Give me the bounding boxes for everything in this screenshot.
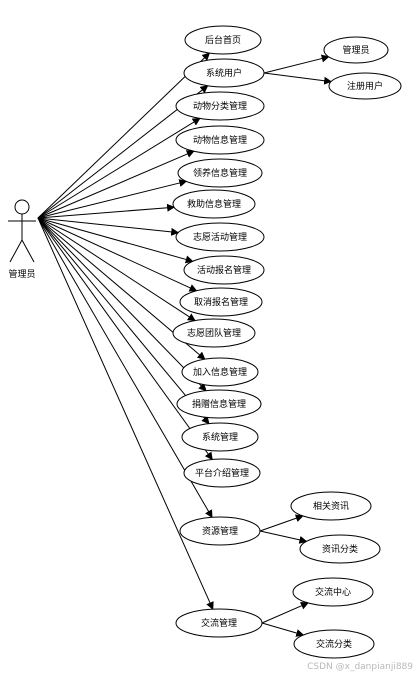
use-case-1-association — [37, 52, 211, 219]
use-case-15-label: 资源管理 — [202, 525, 238, 537]
use-case-nodes: 后台首页系统用户管理员注册用户动物分类管理动物信息管理领养信息管理救助信息管理志… — [172, 25, 402, 659]
use-case-11-ellipse — [181, 357, 259, 387]
use-case-11-label: 加入信息管理 — [193, 366, 247, 378]
use-case-10-ellipse — [172, 318, 256, 348]
use-case-1-label: 后台首页 — [205, 34, 241, 46]
association-lines — [37, 52, 333, 637]
use-case-9-ellipse — [179, 287, 263, 317]
use-case-2-sub-2: 注册用户 — [328, 72, 402, 100]
use-case-8-association — [37, 217, 194, 264]
use-case-8-ellipse — [183, 255, 265, 285]
use-case-3: 动物分类管理 — [175, 91, 265, 121]
watermark: CSDN @x_danpianji889 — [307, 662, 413, 672]
use-case-10-label: 志愿团队管理 — [187, 327, 241, 339]
use-case-15-sub-2: 资讯分类 — [299, 534, 381, 564]
use-case-6-ellipse — [172, 189, 256, 219]
actor-label: 管理员 — [8, 268, 35, 280]
use-case-4-association — [37, 150, 195, 219]
use-case-1-ellipse — [184, 25, 262, 55]
use-case-2-ellipse — [183, 58, 265, 88]
use-case-16-sub-2-association — [261, 622, 305, 637]
use-case-12: 捐赠信息管理 — [176, 389, 262, 419]
use-case-15-sub-1-label: 相关资讯 — [313, 500, 349, 512]
use-case-8: 活动报名管理 — [183, 255, 265, 285]
use-case-4-ellipse — [175, 125, 265, 155]
use-case-5: 领养信息管理 — [177, 158, 263, 188]
use-case-14-label: 平台介绍管理 — [195, 467, 249, 479]
use-case-14-association — [37, 217, 213, 461]
use-case-13-label: 系统管理 — [202, 431, 238, 443]
use-case-15-sub-1-ellipse — [290, 491, 372, 521]
use-case-10: 志愿团队管理 — [172, 318, 256, 348]
use-case-16-label: 交流管理 — [201, 617, 237, 629]
use-case-3-ellipse — [175, 91, 265, 121]
use-case-15-ellipse — [179, 516, 261, 546]
use-case-5-label: 领养信息管理 — [193, 167, 247, 179]
use-case-6: 救助信息管理 — [172, 189, 256, 219]
use-case-16-sub-1-ellipse — [292, 577, 374, 607]
use-case-7-ellipse — [175, 222, 265, 252]
use-case-15-sub-2-ellipse — [299, 534, 381, 564]
use-case-9-association — [37, 217, 198, 292]
use-case-12-label: 捐赠信息管理 — [192, 398, 246, 410]
use-case-16-sub-2-label: 交流分类 — [316, 638, 352, 650]
use-case-11: 加入信息管理 — [181, 357, 259, 387]
use-case-6-association — [37, 203, 176, 219]
use-case-16-sub-1-association — [261, 602, 309, 624]
use-case-1: 后台首页 — [184, 25, 262, 55]
use-case-2: 系统用户 — [183, 58, 265, 88]
use-case-14-ellipse — [183, 458, 261, 488]
use-case-6-label: 救助信息管理 — [187, 198, 241, 210]
use-case-10-association — [37, 217, 196, 322]
use-case-3-association — [37, 117, 201, 219]
use-case-15-sub-1: 相关资讯 — [290, 491, 372, 521]
use-case-16-sub-1-label: 交流中心 — [315, 586, 351, 598]
use-case-2-sub-1: 管理员 — [323, 36, 389, 64]
use-case-13-ellipse — [181, 422, 259, 452]
actor-figure: 管理员 — [8, 199, 36, 280]
use-case-4-label: 动物信息管理 — [193, 134, 247, 146]
use-case-7: 志愿活动管理 — [175, 222, 265, 252]
use-case-15-sub-2-association — [259, 530, 308, 544]
use-case-15-sub-1-association — [259, 514, 304, 532]
use-case-16-association — [37, 217, 214, 611]
use-case-7-label: 志愿活动管理 — [193, 231, 247, 243]
use-case-8-label: 活动报名管理 — [197, 264, 251, 276]
use-case-16-ellipse — [175, 608, 263, 638]
use-case-14: 平台介绍管理 — [183, 458, 261, 488]
use-case-13-association — [37, 217, 210, 425]
use-case-16-sub-2: 交流分类 — [293, 629, 375, 659]
use-case-2-sub-2-association — [263, 72, 333, 85]
use-case-12-association — [37, 217, 207, 392]
use-case-13: 系统管理 — [181, 422, 259, 452]
use-case-16-sub-2-ellipse — [293, 629, 375, 659]
use-case-15-sub-2-label: 资讯分类 — [322, 543, 358, 555]
use-case-16-sub-1: 交流中心 — [292, 577, 374, 607]
use-case-2-sub-1-label: 管理员 — [342, 44, 369, 56]
use-case-9: 取消报名管理 — [179, 287, 263, 317]
use-case-7-association — [37, 217, 180, 236]
use-case-2-sub-2-label: 注册用户 — [347, 80, 383, 92]
use-case-4: 动物信息管理 — [175, 125, 265, 155]
use-case-5-ellipse — [177, 158, 263, 188]
use-case-12-ellipse — [176, 389, 262, 419]
use-case-9-label: 取消报名管理 — [194, 296, 248, 308]
use-case-2-sub-2-ellipse — [328, 72, 402, 100]
use-case-16: 交流管理 — [175, 608, 263, 638]
use-case-2-sub-1-association — [263, 54, 330, 74]
use-case-15-association — [37, 217, 213, 519]
use-case-15: 资源管理 — [179, 516, 261, 546]
use-case-2-label: 系统用户 — [206, 67, 242, 79]
use-case-2-sub-1-ellipse — [323, 36, 389, 64]
use-case-3-label: 动物分类管理 — [193, 100, 247, 112]
use-case-5-association — [37, 179, 188, 219]
